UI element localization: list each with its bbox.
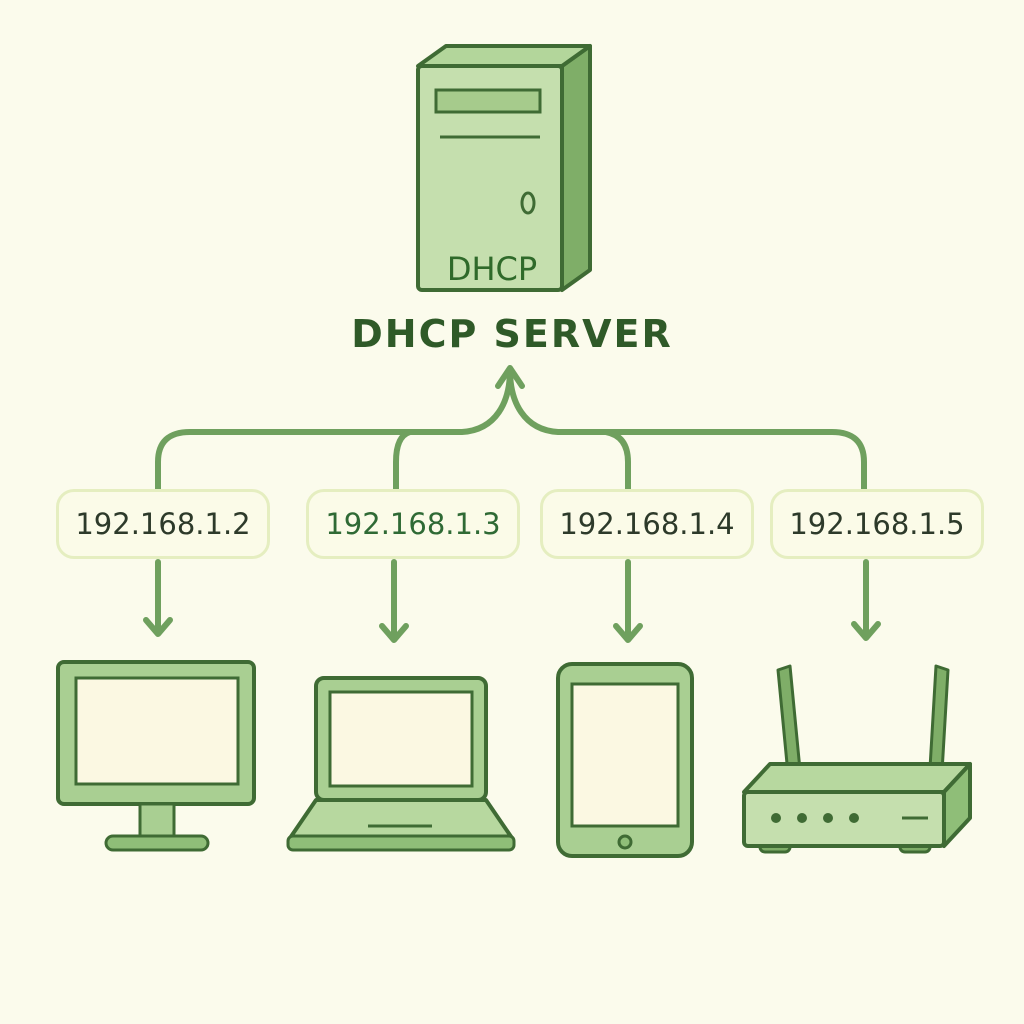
home-button-icon — [617, 834, 633, 850]
antenna-left-icon — [776, 664, 802, 776]
antenna-right-icon — [928, 664, 950, 774]
server-tower-icon: DHCP — [416, 44, 592, 292]
ip-label-4: 192.168.1.5 — [770, 489, 984, 559]
ip-label-1: 192.168.1.2 — [56, 489, 270, 559]
laptop-icon — [286, 676, 516, 852]
down-arrow-4 — [851, 559, 881, 641]
server-case-label: DHCP — [447, 250, 537, 288]
branch-2 — [393, 429, 413, 493]
ip-label-2: 192.168.1.3 — [306, 489, 520, 559]
ip-label-3: 192.168.1.4 — [540, 489, 754, 559]
branch-right — [507, 367, 867, 493]
server-title: DHCP SERVER — [351, 312, 673, 356]
power-button-icon — [520, 191, 536, 215]
tablet-icon — [556, 662, 694, 858]
wifi-router-icon — [742, 664, 972, 854]
down-arrow-1 — [143, 559, 173, 637]
branch-left — [155, 367, 513, 493]
down-arrow-3 — [613, 559, 643, 643]
branch-3 — [603, 429, 631, 493]
desktop-monitor-icon — [56, 660, 256, 852]
connector-lines — [155, 365, 867, 493]
down-arrow-2 — [379, 559, 409, 643]
